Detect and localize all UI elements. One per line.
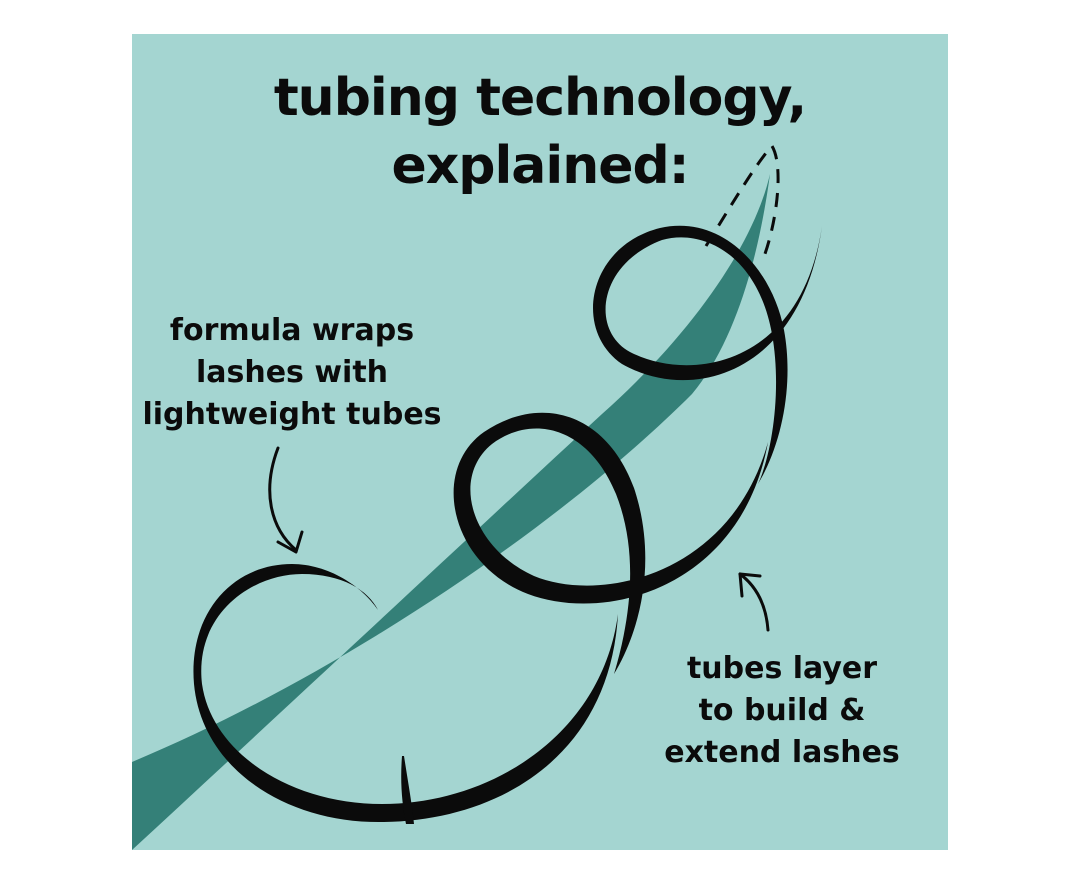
caption-right-line-1: tubes layer — [686, 651, 878, 686]
caption-formula-wraps: formula wraps lashes with lightweight tu… — [132, 310, 452, 436]
caption-right-line-2: to build & — [698, 693, 866, 728]
curved-arrow-icon — [738, 572, 770, 632]
caption-left-line-2: lashes with — [195, 355, 389, 390]
tube-coil-icon — [453, 412, 768, 674]
caption-left-line-3: lightweight tubes — [142, 397, 442, 432]
illustration-panel: tubing technology, explained: formula wr… — [132, 34, 948, 850]
page-title: tubing technology, explained: — [132, 64, 948, 200]
curved-arrow-icon — [268, 446, 304, 554]
title-line-1: tubing technology, — [273, 68, 807, 128]
tube-coil-icon — [193, 564, 618, 824]
tube-coil-icon — [593, 225, 822, 484]
lash-extension-outline — [704, 143, 780, 263]
caption-tubes-layer: tubes layer to build & extend lashes — [642, 648, 922, 774]
lash-strand-icon — [132, 174, 770, 850]
lash-illustration — [132, 34, 948, 850]
caption-right-line-3: extend lashes — [664, 735, 900, 770]
caption-left-line-1: formula wraps — [169, 313, 415, 348]
title-line-2: explained: — [391, 136, 689, 196]
